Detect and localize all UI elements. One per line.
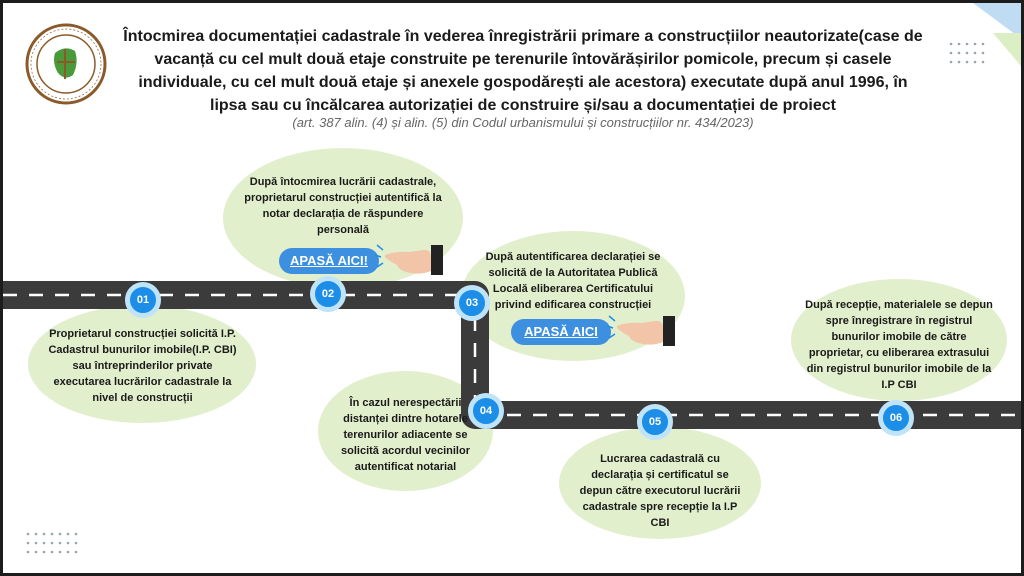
step-04-node: 04 xyxy=(468,393,504,429)
step-04-text: În cazul nerespectării distanței dintre … xyxy=(341,397,470,473)
step-03-node: 03 xyxy=(454,285,490,321)
agency-seal-icon xyxy=(25,23,107,105)
step-03-link-button[interactable]: APASĂ AICI xyxy=(511,319,611,345)
step-03-text: După autentificarea declarației se solic… xyxy=(485,251,661,311)
step-01-bubble xyxy=(28,305,256,423)
step-02-node: 02 xyxy=(310,276,346,312)
pointing-hand-icon xyxy=(375,244,443,275)
step-02-text: După întocmirea lucrării cadastrale, pro… xyxy=(244,176,442,236)
step-01-text: Proprietarul construcției solicită I.P. … xyxy=(48,328,237,404)
corner-decoration xyxy=(973,3,1021,66)
page-title: Întocmirea documentației cadastrale în v… xyxy=(123,28,923,114)
step-06-text: După recepție, materialele se depun spre… xyxy=(805,299,993,391)
step-06-bubble xyxy=(791,279,1007,401)
step-05-node: 05 xyxy=(637,404,673,440)
dot-pattern-bottom xyxy=(26,532,78,554)
step-05-bubble xyxy=(559,427,761,539)
step-02-link-button[interactable]: APASĂ AICI! xyxy=(279,248,379,274)
legal-reference: (art. 387 alin. (4) și alin. (5) din Cod… xyxy=(292,115,754,130)
road-path xyxy=(3,281,1021,429)
step-01-node: 01 xyxy=(125,282,161,318)
pointing-hand-icon xyxy=(607,315,675,346)
dot-pattern-top xyxy=(949,42,985,64)
step-05-text: Lucrarea cadastrală cu declarația și cer… xyxy=(579,453,741,529)
step-06-node: 06 xyxy=(878,400,914,436)
